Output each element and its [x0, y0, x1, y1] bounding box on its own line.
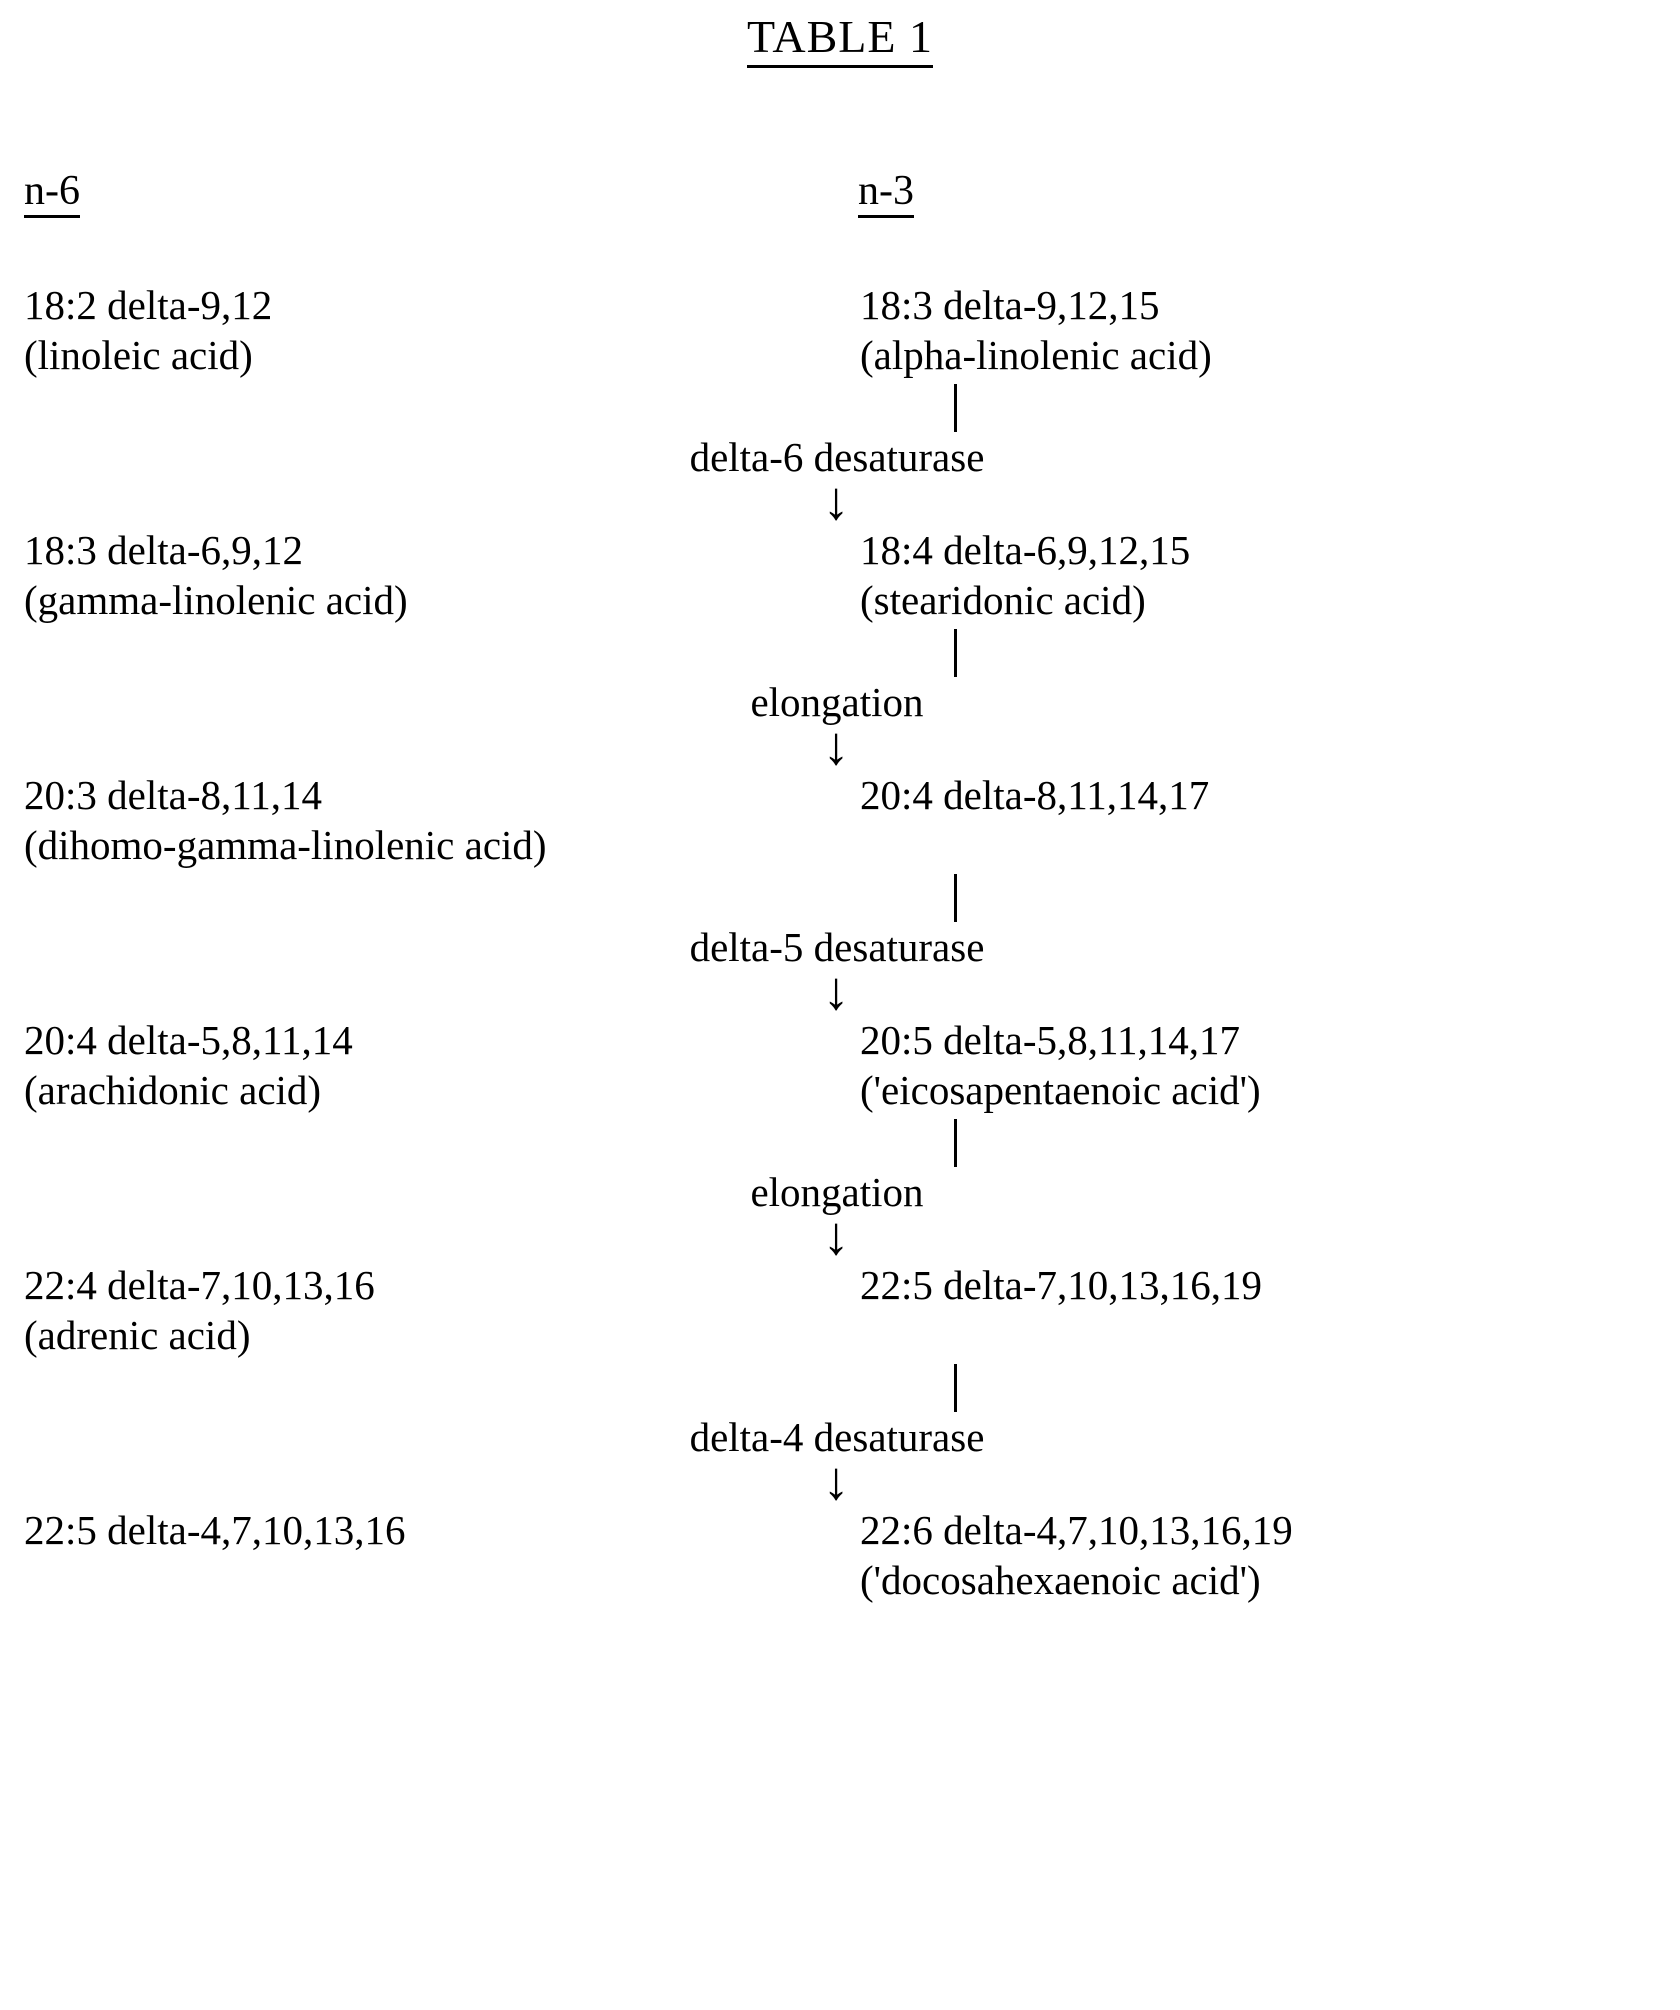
metabolite-n3: 20:5 delta-5,8,11,14,17 ('eicosapentaeno… — [840, 1015, 1680, 1115]
enzyme-label: delta-6 desaturase — [689, 434, 985, 481]
metabolite-common-name: (linoleic acid) — [24, 332, 253, 379]
metabolite-name: 18:3 delta-6,9,12 — [24, 527, 303, 574]
metabolite-row: 20:3 delta-8,11,14 (dihomo-gamma-linolen… — [0, 770, 1680, 870]
pathway-connector: delta-4 desaturase ↓ — [0, 1364, 1680, 1512]
metabolite-n3: 22:5 delta-7,10,13,16,19 — [840, 1260, 1680, 1310]
metabolite-name: 18:2 delta-9,12 — [24, 282, 273, 328]
metabolite-name: 20:4 delta-5,8,11,14 — [24, 1017, 353, 1064]
metabolite-common-name: (arachidonic acid) — [24, 1067, 322, 1114]
column-header-n3: n-3 — [858, 168, 914, 219]
enzyme-label: delta-4 desaturase — [689, 1414, 985, 1461]
enzyme-label: elongation — [750, 1169, 924, 1216]
enzyme-label: delta-5 desaturase — [689, 924, 985, 971]
enzyme-label: elongation — [750, 679, 924, 726]
metabolite-name: 18:4 delta-6,9,12,15 — [860, 527, 1191, 574]
metabolite-common-name: (dihomo-gamma-linolenic acid) — [24, 822, 547, 869]
connector-stem-icon — [954, 1119, 957, 1168]
metabolite-row: 20:4 delta-5,8,11,14 (arachidonic acid) … — [0, 1015, 1680, 1115]
pathway-connector: elongation ↓ — [0, 629, 1680, 777]
metabolite-n6: 22:4 delta-7,10,13,16 (adrenic acid) — [0, 1260, 840, 1360]
metabolite-n3: 18:3 delta-9,12,15 (alpha-linolenic acid… — [840, 280, 1680, 380]
metabolite-name: 22:5 delta-7,10,13,16,19 — [860, 1262, 1262, 1309]
metabolite-n6: 18:3 delta-6,9,12 (gamma-linolenic acid) — [0, 525, 840, 625]
metabolite-name: 20:4 delta-8,11,14,17 — [860, 772, 1210, 819]
connector-stem-icon — [954, 629, 957, 678]
connector-stem-icon — [954, 1364, 957, 1413]
metabolite-n6: 18:2 delta-9,12 (linoleic acid) — [0, 280, 840, 380]
down-arrow-icon: ↓ — [822, 1206, 850, 1267]
down-arrow-icon: ↓ — [822, 471, 850, 532]
pathway-connector: delta-6 desaturase ↓ — [0, 384, 1680, 532]
metabolite-name: 18:3 delta-9,12,15 — [860, 282, 1160, 328]
metabolite-n3: 18:4 delta-6,9,12,15 (stearidonic acid) — [840, 525, 1680, 625]
metabolite-common-name: ('docosahexaenoic acid') — [860, 1557, 1261, 1604]
down-arrow-icon: ↓ — [822, 716, 850, 777]
page-title-text: TABLE 1 — [746, 11, 933, 68]
metabolite-common-name: ('eicosapentaenoic acid') — [860, 1067, 1261, 1114]
metabolite-name: 20:5 delta-5,8,11,14,17 — [860, 1017, 1240, 1064]
metabolite-row: 18:2 delta-9,12 (linoleic acid) 18:3 del… — [0, 280, 1680, 380]
metabolite-n6: 20:4 delta-5,8,11,14 (arachidonic acid) — [0, 1015, 840, 1115]
metabolite-name: 22:6 delta-4,7,10,13,16,19 — [860, 1507, 1293, 1554]
down-arrow-icon: ↓ — [822, 961, 850, 1022]
pathway-connector: delta-5 desaturase ↓ — [0, 874, 1680, 1022]
metabolite-common-name: (adrenic acid) — [24, 1312, 251, 1359]
metabolite-n3: 22:6 delta-4,7,10,13,16,19 ('docosahexae… — [840, 1505, 1680, 1605]
metabolite-name: 20:3 delta-8,11,14 — [24, 772, 322, 819]
metabolite-common-name: (stearidonic acid) — [860, 577, 1146, 624]
metabolite-name: 22:4 delta-7,10,13,16 — [24, 1262, 375, 1309]
metabolite-row: 18:3 delta-6,9,12 (gamma-linolenic acid)… — [0, 525, 1680, 625]
column-header-n6: n-6 — [24, 168, 80, 219]
pathway-diagram: 18:2 delta-9,12 (linoleic acid) 18:3 del… — [0, 280, 1680, 1605]
metabolite-row: 22:5 delta-4,7,10,13,16 22:6 delta-4,7,1… — [0, 1505, 1680, 1605]
metabolite-n6: 22:5 delta-4,7,10,13,16 — [0, 1505, 840, 1555]
column-header-n6-text: n-6 — [24, 168, 80, 219]
metabolite-n6: 20:3 delta-8,11,14 (dihomo-gamma-linolen… — [0, 770, 840, 870]
metabolite-common-name: (gamma-linolenic acid) — [24, 577, 408, 624]
down-arrow-icon: ↓ — [822, 1451, 850, 1512]
metabolite-name: 22:5 delta-4,7,10,13,16 — [24, 1507, 406, 1554]
column-header-n3-text: n-3 — [858, 168, 914, 219]
connector-stem-icon — [954, 874, 957, 923]
metabolite-row: 22:4 delta-7,10,13,16 (adrenic acid) 22:… — [0, 1260, 1680, 1360]
metabolite-n3: 20:4 delta-8,11,14,17 — [840, 770, 1680, 820]
pathway-connector: elongation ↓ — [0, 1119, 1680, 1267]
page-title: TABLE 1 — [0, 10, 1680, 68]
metabolite-common-name: (alpha-linolenic acid) — [860, 332, 1212, 379]
connector-stem-icon — [954, 384, 957, 433]
